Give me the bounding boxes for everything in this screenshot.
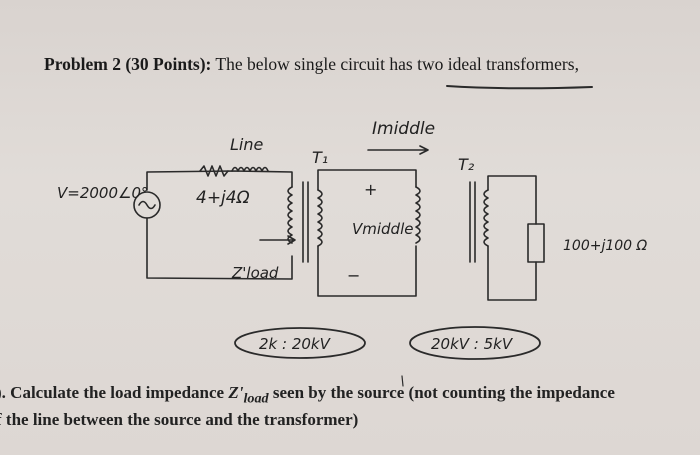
source-voltage-label: V=2000∠0° [57, 184, 149, 202]
question-prefix: ). Calculate the load impedance [0, 383, 229, 402]
load-box [527, 223, 545, 263]
middle-top-wire [317, 169, 417, 191]
problem-title: Problem 2 (30 Points): [44, 54, 212, 74]
line-inductor [231, 166, 269, 172]
problem-text-after: , [574, 54, 579, 74]
question-line-2: f the line between the source and the tr… [0, 410, 359, 430]
line-label: Line [230, 135, 264, 154]
t2-label: T₂ [458, 155, 475, 174]
t2-ratio-oval [409, 326, 541, 360]
t2-secondary-coil [483, 189, 489, 247]
problem-header: Problem 2 (30 Points): The below single … [44, 54, 579, 75]
t1-primary-coil [287, 186, 293, 244]
t1-ratio-oval [234, 327, 366, 359]
right-bottom-wire [487, 245, 537, 301]
zload-label: Z'load [231, 264, 279, 282]
problem-text-underlined: two ideal transformers [417, 54, 575, 74]
vmiddle-label: Vmiddle [352, 220, 413, 238]
minus-sign: − [347, 266, 360, 285]
t1-secondary-coil [317, 189, 323, 247]
question-text: ). Calculate the load impedance Z'load s… [0, 382, 615, 431]
plus-sign: + [364, 180, 377, 199]
imiddle-arrow [367, 145, 429, 155]
source-sine [138, 200, 156, 210]
line-resistor [199, 165, 229, 177]
tick-mark [401, 375, 404, 387]
t1-ratio-label: 2k : 20kV [259, 335, 332, 353]
imiddle-label: Imiddle [372, 119, 435, 139]
zload-arrow [259, 235, 296, 245]
question-symbol: Z' [228, 383, 244, 402]
t2-ratio-label: 20kV : 5kV [431, 335, 514, 353]
source-circle [133, 191, 161, 219]
question-line-1: ). Calculate the load impedance Z'load s… [0, 382, 615, 409]
question-subscript: load [243, 390, 269, 407]
top-wire-left [146, 170, 293, 191]
bottom-wire-left [146, 217, 293, 280]
t1-core [302, 181, 309, 263]
question-suffix: seen by the source (not counting the imp… [268, 383, 615, 402]
middle-bottom-wire [317, 245, 417, 297]
underline-mark [446, 85, 593, 90]
t2-core [469, 181, 476, 263]
problem-text-before: The below single circuit has [211, 54, 418, 74]
right-top-wire [487, 175, 537, 225]
line-impedance-label: 4+j4Ω [196, 188, 250, 208]
load-impedance-label: 100+j100 Ω [563, 238, 648, 254]
t2-primary-coil [415, 186, 421, 244]
t1-label: T₁ [312, 148, 328, 167]
